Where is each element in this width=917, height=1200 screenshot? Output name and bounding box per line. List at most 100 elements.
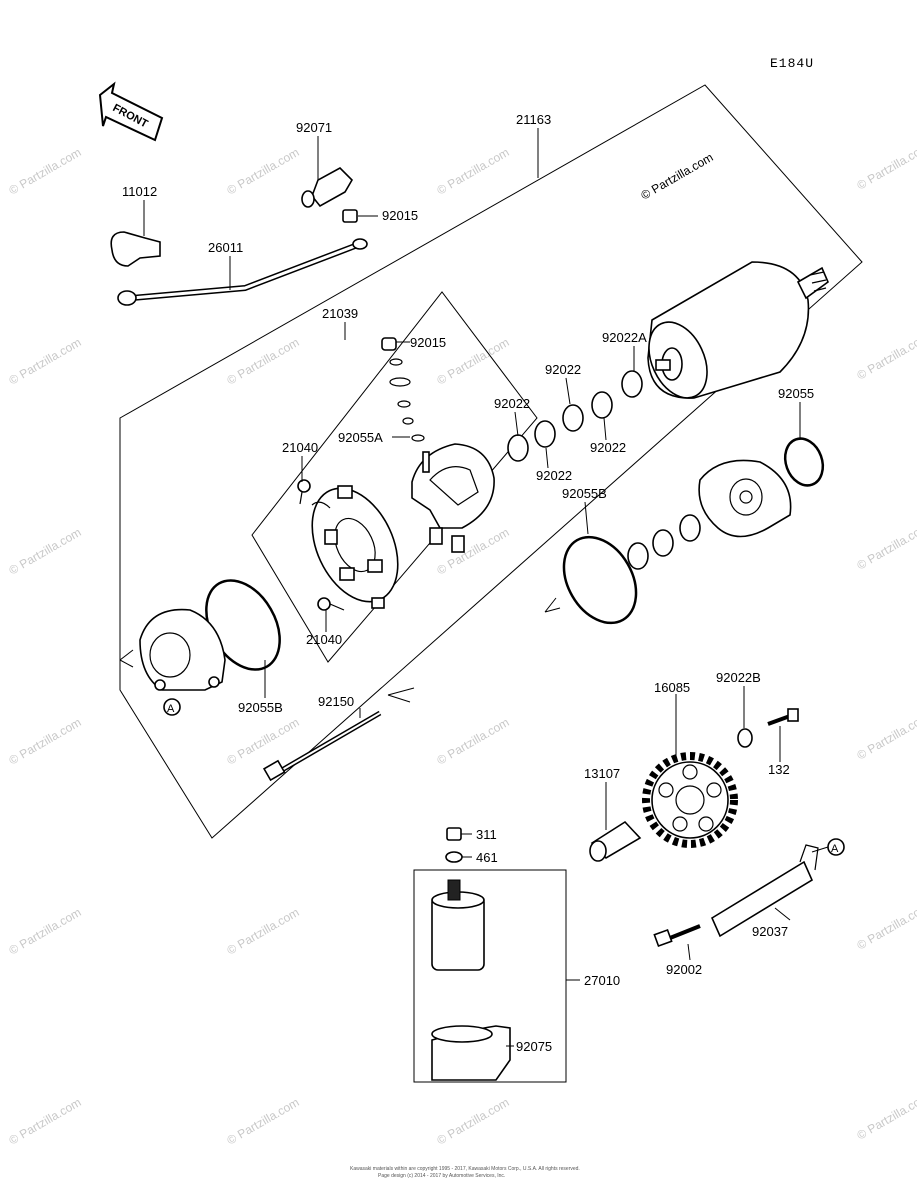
relay-cover-92075 <box>431 1025 511 1081</box>
callout-27010: 27010 <box>584 973 620 988</box>
callout-92002: 92002 <box>666 962 702 977</box>
watermark: © Partzilla.com <box>855 710 917 763</box>
front-end-cover <box>698 459 792 538</box>
callout-92022-bottom: 92022 <box>536 468 572 483</box>
nut-92015 <box>342 209 358 223</box>
ref-marker-label: A <box>831 843 839 855</box>
watermark: © Partzilla.com <box>7 715 84 768</box>
callout-92075: 92075 <box>516 1039 552 1054</box>
bracket-92037 <box>710 844 819 938</box>
callout-92022A: 92022A <box>602 330 647 345</box>
direction-arrow-icon <box>119 649 134 668</box>
ref-marker-a-left <box>163 698 181 716</box>
watermark: © Partzilla.com <box>7 525 84 578</box>
watermark: © Partzilla.com <box>435 715 512 768</box>
callout-92055A: 92055A <box>338 430 383 445</box>
starter-motor-body <box>647 261 829 399</box>
washer-cover-2 <box>652 529 674 557</box>
watermark: © Partzilla.com <box>435 525 512 578</box>
callout-92022-right: 92022 <box>590 440 626 455</box>
through-bolt-92150 <box>262 710 382 782</box>
o-ring-92055B-right <box>562 535 638 625</box>
washer-92022B <box>737 728 753 748</box>
callout-92150: 92150 <box>318 694 354 709</box>
washer-92022-c <box>534 420 556 448</box>
watermark: © Partzilla.com <box>225 145 302 198</box>
watermark: © Partzilla.com <box>225 905 302 958</box>
o-ring-92055 <box>783 437 825 487</box>
watermark: © Partzilla.com <box>225 335 302 388</box>
starter-relay-27010 <box>431 879 485 971</box>
washer-cover-1 <box>679 514 701 542</box>
watermark: © Partzilla.com <box>225 715 302 768</box>
hardware-stack <box>381 337 425 442</box>
watermark: © Partzilla.com <box>7 145 84 198</box>
watermark: © Partzilla.com <box>225 1095 302 1148</box>
callout-92055B-right: 92055B <box>562 486 607 501</box>
direction-arrow-icon <box>544 597 561 613</box>
washer-92022-a <box>591 391 613 419</box>
watermark: © Partzilla.com <box>855 520 917 573</box>
callout-461: 461 <box>476 850 498 865</box>
watermark: © Partzilla.com <box>7 905 84 958</box>
callout-92071: 92071 <box>296 120 332 135</box>
washer-92022-b <box>562 404 584 432</box>
brush-holder-outline <box>251 291 538 663</box>
cable-26011 <box>117 238 368 306</box>
gear-16085 <box>642 752 738 848</box>
callout-11012: 11012 <box>122 184 157 199</box>
watermark: © Partzilla.com <box>7 1095 84 1148</box>
spring-21040-upper <box>297 479 311 505</box>
callout-92022B: 92022B <box>716 670 761 685</box>
washer-92022-d <box>507 434 529 462</box>
callout-92037: 92037 <box>752 924 788 939</box>
cap-11012 <box>110 231 161 267</box>
callout-21040-upper: 21040 <box>282 440 318 455</box>
callout-16085: 16085 <box>654 680 690 695</box>
watermark: © Partzilla.com <box>855 140 917 193</box>
watermark: © Partzilla.com <box>855 1090 917 1143</box>
leader-lines <box>143 128 829 1047</box>
brush-terminal-assembly <box>411 443 495 553</box>
watermark: © Partzilla.com <box>639 150 716 203</box>
callout-92055: 92055 <box>778 386 814 401</box>
watermark: © Partzilla.com <box>7 335 84 388</box>
callout-21040-lower: 21040 <box>306 632 342 647</box>
washer-cover-3 <box>627 542 649 570</box>
callout-92022-left: 92022 <box>494 396 530 411</box>
callout-311: 311 <box>476 827 497 842</box>
callout-92015-stack: 92015 <box>410 335 446 350</box>
callout-92022-top: 92022 <box>545 362 581 377</box>
callout-92015-top: 92015 <box>382 208 418 223</box>
bolt-92002 <box>653 924 701 948</box>
starter-assembly-outline <box>119 84 863 839</box>
footer-copyright: Kawasaki materials within are copyright … <box>350 1166 580 1172</box>
callout-labels: 92071 21163 11012 92015 26011 21039 9201… <box>122 112 814 1054</box>
watermark: © Partzilla.com <box>435 145 512 198</box>
watermark: © Partzilla.com <box>855 330 917 383</box>
callout-132: 132 <box>768 762 790 777</box>
terminal-cap-92071 <box>301 167 354 208</box>
footer-design: Page design (c) 2014 - 2017 by Automotiv… <box>378 1173 505 1179</box>
watermark: © Partzilla.com <box>435 1095 512 1148</box>
washer-461 <box>445 851 463 863</box>
direction-arrow-icon <box>387 687 415 703</box>
callout-13107: 13107 <box>584 766 620 781</box>
rear-end-cover <box>139 608 226 691</box>
front-arrow-icon: FRONT <box>98 81 164 142</box>
watermark: © Partzilla.com <box>855 900 917 953</box>
spring-21040-lower <box>317 597 345 611</box>
callout-21039: 21039 <box>322 306 358 321</box>
callout-92055B-left: 92055B <box>238 700 283 715</box>
nut-311 <box>446 827 462 841</box>
brush-holder-plate <box>311 485 399 609</box>
bolt-132 <box>767 708 799 726</box>
ref-marker-label: A <box>167 703 175 715</box>
callout-21163: 21163 <box>516 112 551 127</box>
diagram-code: E184U <box>770 56 814 71</box>
washer-92022A <box>621 370 643 398</box>
shaft-13107 <box>589 820 642 862</box>
callout-26011: 26011 <box>208 240 243 255</box>
relay-box-outline <box>413 869 567 1083</box>
